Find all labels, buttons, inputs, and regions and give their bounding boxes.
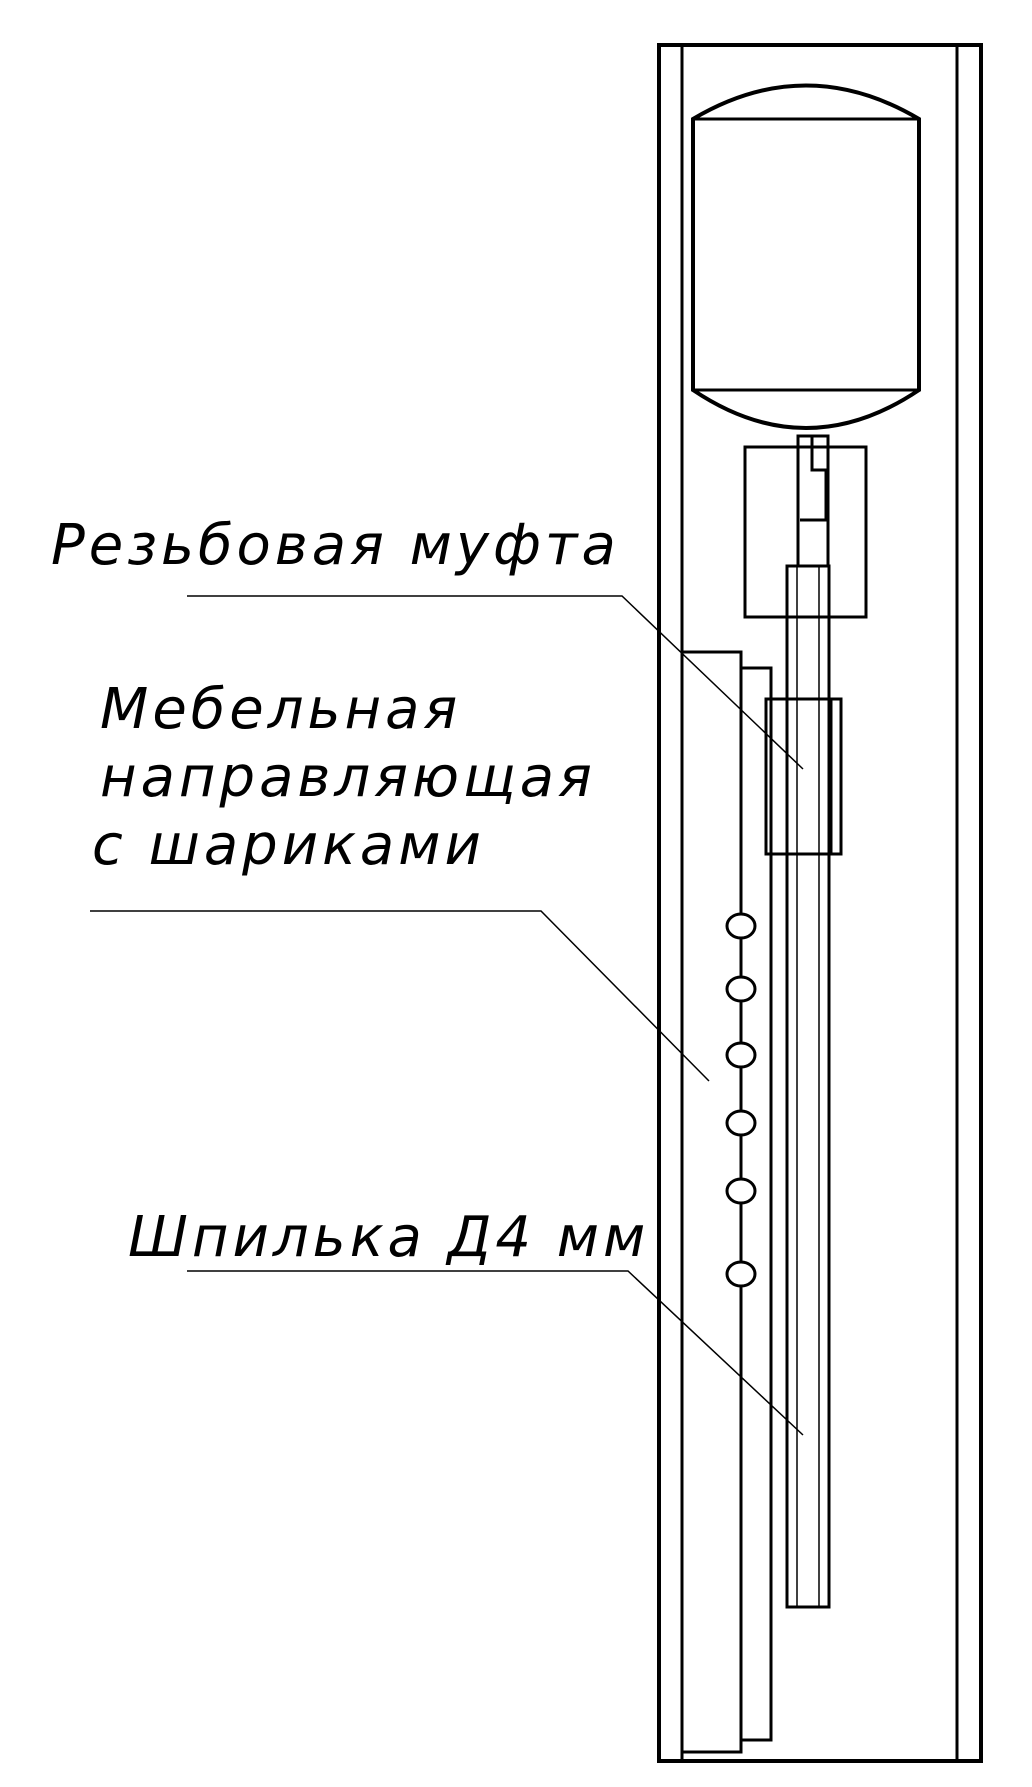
motor [691,83,921,430]
ball [725,1260,757,1288]
label-stud: Шпилька Д4 мм [128,1205,649,1270]
ball [725,1109,757,1137]
leader-lines [90,595,804,1436]
leader-stud [187,1270,804,1436]
label-guide-line3: с шариками [92,813,485,878]
label-coupling: Резьбовая муфта [51,513,620,578]
leader-coupling [187,595,804,770]
threaded-stud [785,564,831,1609]
coupling-blocks [743,434,868,619]
guide-balls [725,860,757,1740]
ball [725,1041,757,1069]
ball [725,1177,757,1205]
outer-frame [657,43,983,1763]
leader-guide [90,910,710,1082]
ball [725,975,757,1003]
ball [725,912,757,940]
label-guide-line1: Мебельная [100,677,461,742]
label-guide-line2: направляющая [100,745,596,810]
furniture-guide [680,650,773,1754]
threaded-nut [764,697,843,856]
